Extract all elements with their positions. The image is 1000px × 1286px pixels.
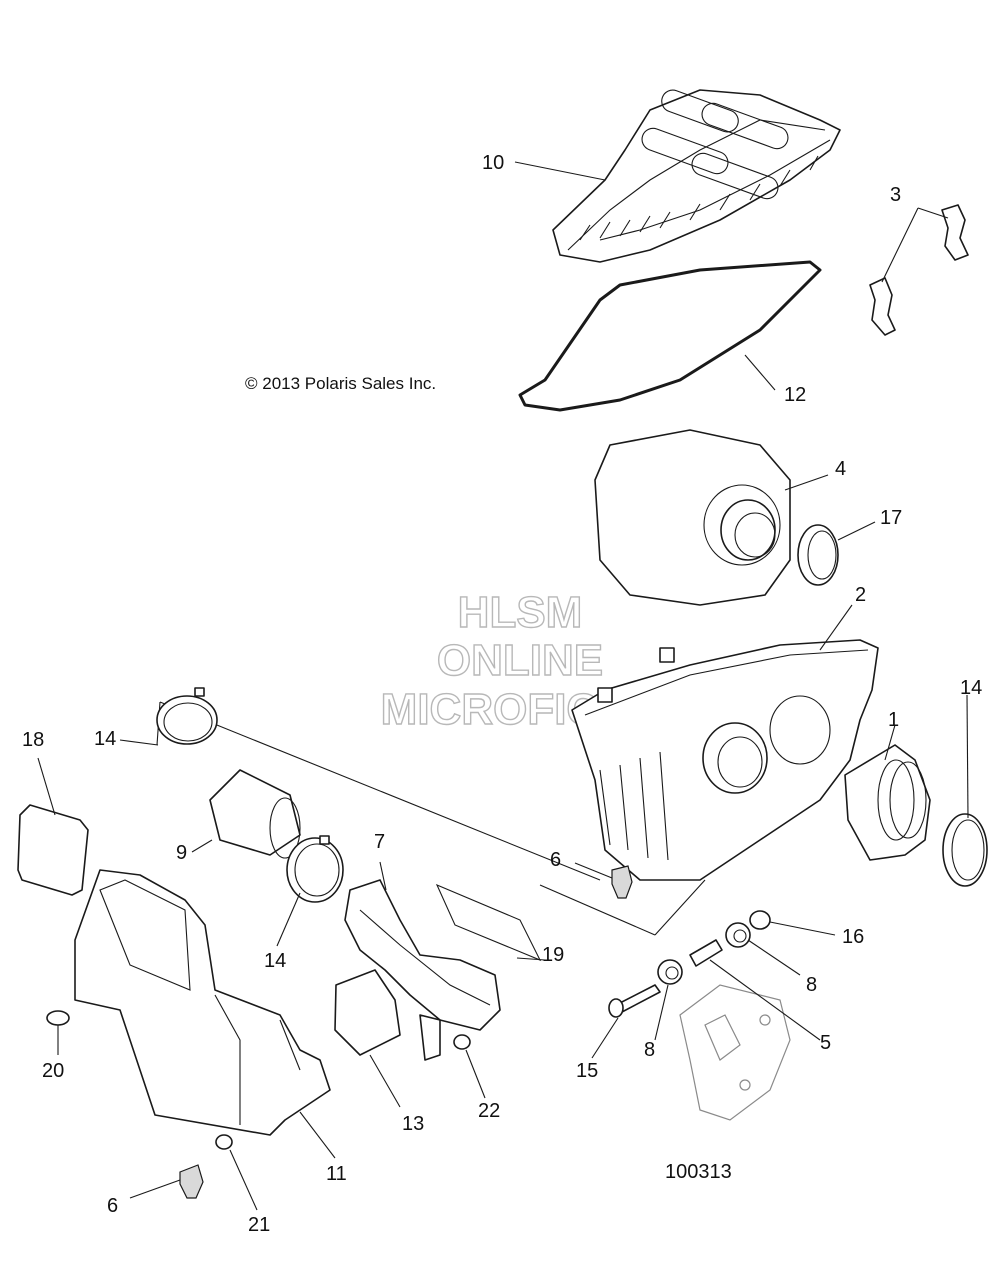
callout-12: 12 bbox=[784, 384, 806, 406]
part-16-nut bbox=[749, 910, 771, 930]
part-12-gasket bbox=[518, 260, 822, 412]
part-20-fastener bbox=[46, 1010, 70, 1026]
watermark-line-2: ONLINE bbox=[437, 636, 603, 685]
callout-14-upper: 14 bbox=[94, 728, 116, 750]
part-13-duct-piece bbox=[334, 969, 401, 1056]
part-10-airbox-cover bbox=[552, 89, 841, 263]
callout-labels: 10 3 12 4 17 2 1 14 18 14 9 7 6 16 14 19… bbox=[22, 152, 982, 1236]
part-4-air-filter bbox=[594, 429, 791, 606]
part-14-clamp-right bbox=[942, 813, 988, 887]
part-8-bushing-upper bbox=[725, 922, 751, 948]
diagram-id: 100313 bbox=[665, 1161, 732, 1183]
group-outline bbox=[156, 701, 706, 936]
callout-1: 1 bbox=[888, 709, 899, 731]
callout-13: 13 bbox=[402, 1113, 424, 1135]
part-2-airbox-base bbox=[571, 639, 879, 881]
callout-7: 7 bbox=[374, 831, 385, 853]
callout-9: 9 bbox=[176, 842, 187, 864]
part-1-boot bbox=[844, 744, 931, 861]
callout-16: 16 bbox=[842, 926, 864, 948]
part-9-coupler bbox=[209, 769, 301, 859]
callout-21: 19 bbox=[542, 944, 564, 966]
leader-lines bbox=[37, 161, 969, 1211]
part-5-spacer bbox=[689, 939, 723, 967]
callout-17: 17 bbox=[880, 507, 902, 529]
callout-8-right: 8 bbox=[806, 974, 817, 996]
watermark-line-1: HLSM bbox=[458, 588, 583, 637]
mounting-bracket bbox=[679, 984, 791, 1121]
part-8-bushing-lower bbox=[657, 959, 683, 985]
copyright-text: © 2013 Polaris Sales Inc. bbox=[245, 374, 436, 393]
callout-19: 21 bbox=[248, 1214, 270, 1236]
part-7-duct bbox=[344, 879, 501, 1061]
callout-10: 10 bbox=[482, 152, 504, 174]
callout-6-upper: 6 bbox=[550, 849, 561, 871]
callout-6-lower: 6 bbox=[107, 1195, 118, 1217]
part-14-clamp-upper bbox=[156, 687, 218, 745]
part-11-intake-duct bbox=[74, 869, 331, 1136]
callout-5: 5 bbox=[820, 1032, 831, 1054]
part-14-clamp-middle bbox=[286, 835, 344, 903]
part-22-fastener bbox=[453, 1034, 471, 1050]
part-18-pad bbox=[17, 804, 89, 896]
callout-14-middle: 14 bbox=[264, 950, 286, 972]
callout-18: 18 bbox=[22, 729, 44, 751]
callout-2: 2 bbox=[855, 584, 866, 606]
callout-4: 4 bbox=[835, 458, 846, 480]
part-6-grommet-lower bbox=[179, 1164, 204, 1199]
callout-11: 11 bbox=[326, 1163, 347, 1185]
part-6-grommet-upper bbox=[611, 865, 633, 899]
part-19-bolt bbox=[215, 1134, 233, 1150]
callout-15: 15 bbox=[576, 1060, 598, 1082]
part-3-clips bbox=[869, 204, 969, 336]
callout-14-right: 14 bbox=[960, 677, 982, 699]
part-17-clamp bbox=[797, 524, 839, 586]
callout-22: 22 bbox=[478, 1100, 500, 1122]
callout-20: 20 bbox=[42, 1060, 64, 1082]
callout-8-lower: 8 bbox=[644, 1039, 655, 1061]
callout-3: 3 bbox=[890, 184, 901, 206]
part-15-bolt bbox=[608, 984, 661, 1018]
part-21-sheet bbox=[435, 883, 542, 962]
